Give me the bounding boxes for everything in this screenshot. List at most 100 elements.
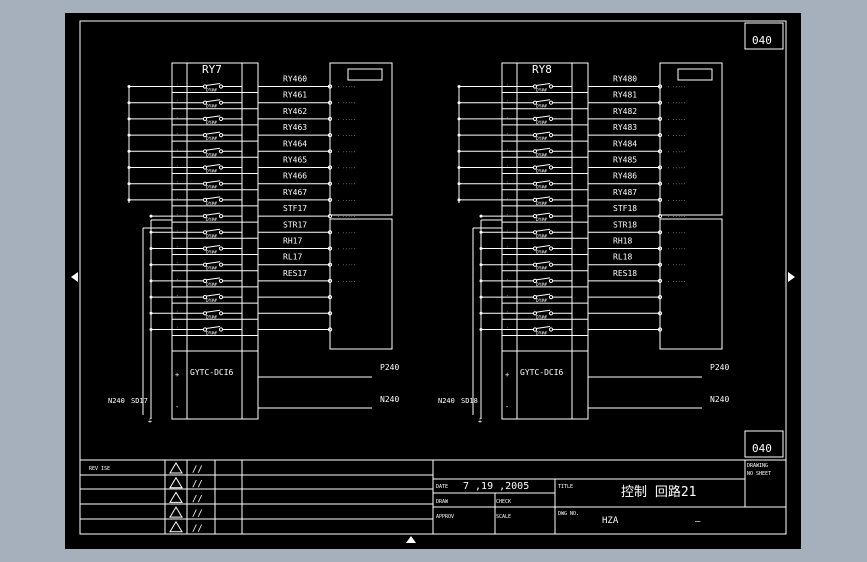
junction-dot [479,263,483,267]
terminal-icon [657,149,663,154]
output-desc: · ····· [667,183,686,188]
terminal-icon [327,327,333,332]
signal-label: RH18 [613,237,632,246]
arrow-up-icon[interactable] [406,536,416,543]
terminal-no: · [506,83,508,88]
junction-dot [457,85,461,88]
contact-label: DY## [206,266,217,272]
contact-arm [205,293,221,297]
signal-label: STF18 [613,204,637,213]
terminal-no: · [506,147,508,152]
contact-label: DY## [206,217,217,223]
do-header [347,68,383,81]
contact-arm [205,147,221,151]
right-relay-block: ·DY##·DY##·DY##·DY##·DY##·DY##·DY##·DY##… [438,62,729,425]
junction-dot [127,101,131,105]
output-desc: · ····· [337,118,356,123]
do-header [677,68,713,81]
arrow-right-icon[interactable] [788,272,795,282]
junction-dot [479,295,483,299]
contact-arm [535,115,551,119]
card-label: GYTC-DCI6 [520,368,564,377]
contact-label: DY## [206,185,217,191]
output-desc: · ····· [337,150,356,155]
contact-arm [535,309,551,313]
terminal-plus: + [505,371,509,379]
terminal-icon [657,214,663,219]
signal-label: RY465 [283,156,307,165]
contact-label: DY## [206,250,217,256]
terminal-no: · [176,99,178,104]
contact-arm [205,245,221,248]
terminal-no: · [176,147,178,152]
svg-text:TITLE: TITLE [558,484,573,490]
revision-triangle-icon [169,506,183,518]
junction-dot [127,182,131,186]
signal-label: RY483 [613,123,637,132]
output-desc: · ····· [337,102,356,107]
terminal-icon [327,181,333,186]
contact-label: DY## [536,136,547,142]
contact-arm [205,131,221,135]
title-block: REV ISE DATE DRAW CHECK APPROV SCALE TIT… [79,459,787,535]
terminal-icon [657,311,663,316]
junction-dot [479,328,483,331]
contact-arm [205,180,221,184]
terminal-icon [657,295,663,300]
terminal-icon [327,133,333,138]
terminal-no: · [506,180,508,185]
svg-text:CHECK: CHECK [496,499,511,505]
contact-arm [535,164,551,167]
junction-dot [149,263,153,267]
output-desc: · ····· [667,118,686,123]
terminal-no: · [506,277,508,282]
output-desc: · ····· [667,102,686,107]
contact-arm [205,83,221,86]
terminal-block [501,62,589,420]
signal-label: RY467 [283,188,307,197]
contact-arm [205,277,221,281]
signal-label: RY486 [613,172,637,181]
signal-label: RES17 [283,269,307,278]
signal-label: RY480 [613,75,637,84]
output-desc: · ····· [667,231,686,236]
terminal-minus: - [505,403,509,411]
terminal-no: · [176,212,178,217]
terminal-no: · [506,261,508,266]
signal-label: RY466 [283,172,307,181]
output-desc: · ····· [667,264,686,269]
terminal-icon [657,278,663,283]
output-desc: · ····· [337,199,356,204]
contact-label: DY## [536,88,547,94]
junction-dot [457,182,461,186]
terminal-icon [327,100,333,105]
terminal-no: · [176,326,178,331]
contact-label: DY## [536,298,547,304]
contact-arm [205,115,221,119]
junction-dot [457,166,461,169]
output-box [659,218,723,350]
arrow-left-icon[interactable] [71,272,78,282]
terminal-icon [327,295,333,300]
svg-text:DRAW: DRAW [436,499,449,505]
output-box [329,218,393,350]
contact-arm [535,245,551,248]
terminal-icon [657,133,663,138]
svg-text:SCALE: SCALE [496,514,511,520]
signal-label: RY487 [613,188,637,197]
junction-dot [457,101,461,105]
junction-dot [149,295,153,299]
terminal-icon [657,100,663,105]
contact-label: DY## [536,250,547,256]
output-desc: · ····· [337,167,356,172]
drawer-code: HZA [602,516,619,526]
output-desc: · ····· [667,150,686,155]
svg-text:NO SHEET: NO SHEET [747,471,771,477]
terminal-icon [327,84,333,89]
signal-label: RY461 [283,91,307,100]
terminal-no: · [176,164,178,169]
contact-arm [205,196,221,200]
terminal-no: · [506,326,508,331]
junction-dot [149,214,153,218]
relay-name: RY8 [532,63,552,76]
